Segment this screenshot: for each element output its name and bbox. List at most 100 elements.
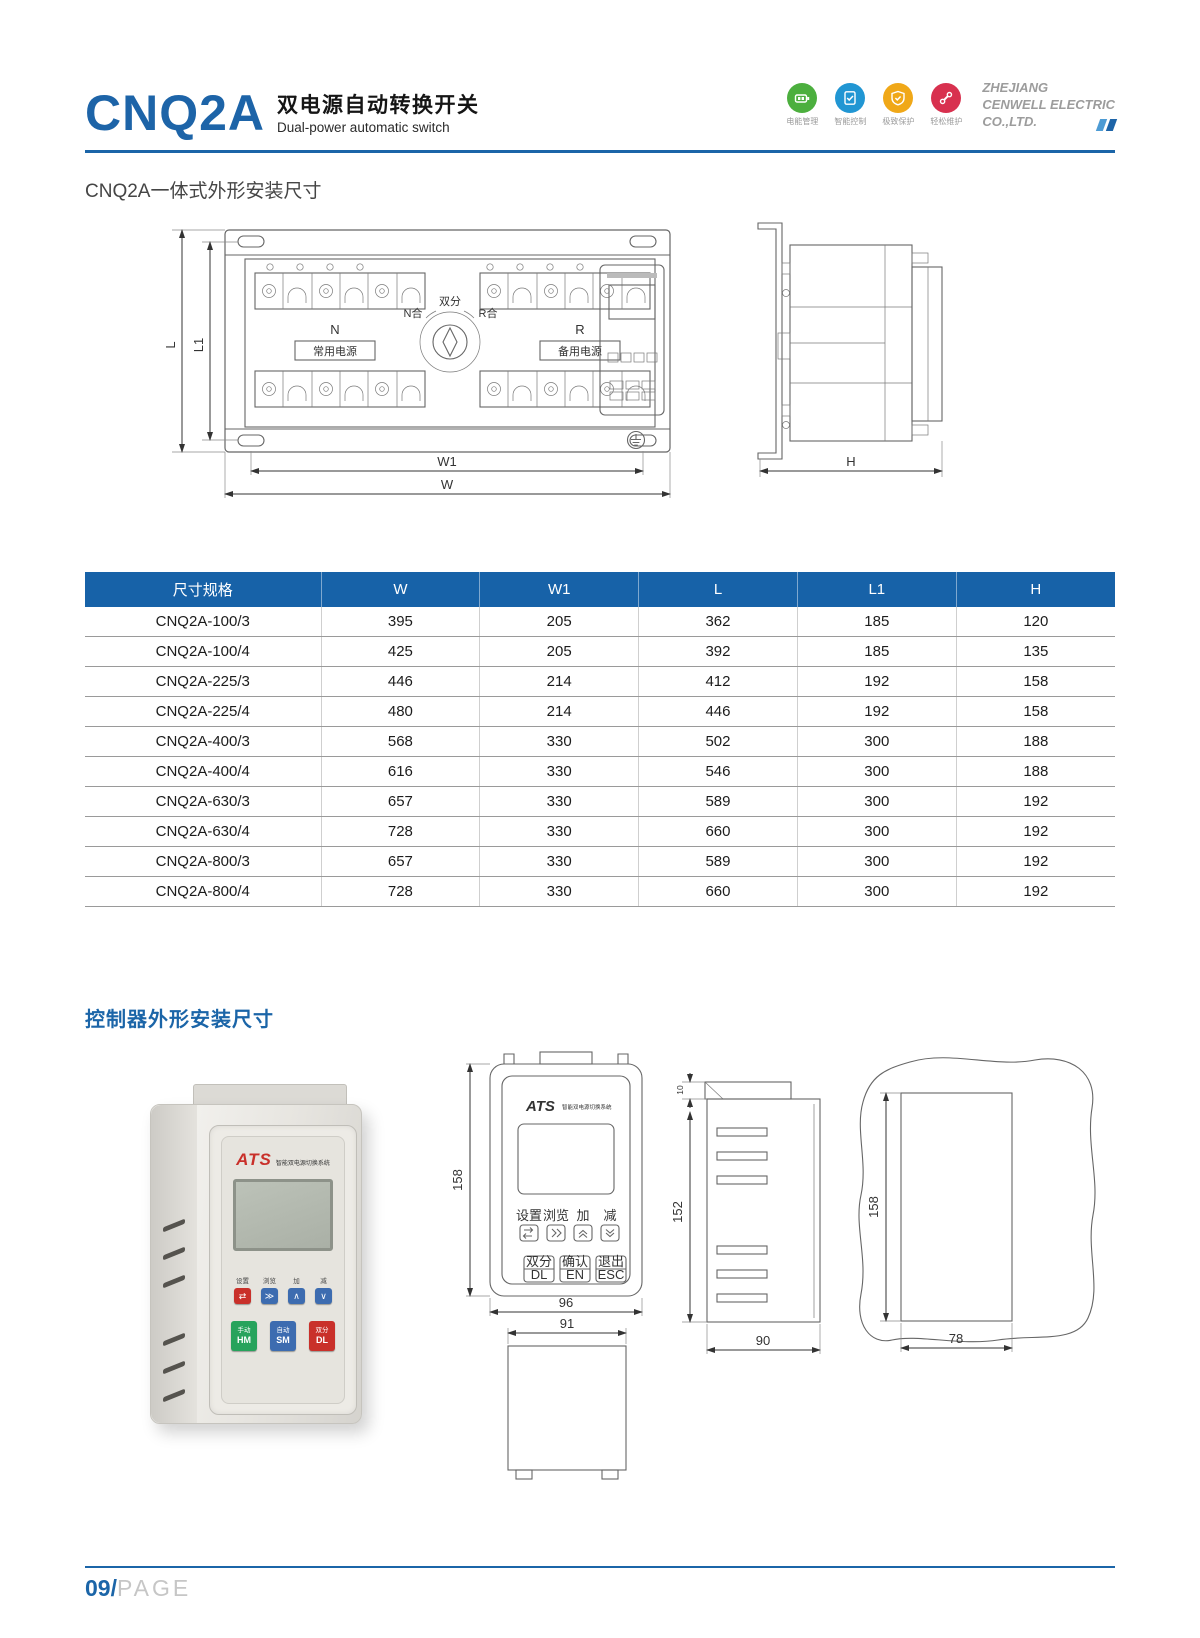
dimension-cell: 330 (479, 846, 640, 877)
dim-label-152: 152 (670, 1201, 685, 1223)
model-cell: CNQ2A-225/4 (85, 696, 322, 727)
header: CNQ2A 双电源自动转换开关 Dual-power automatic swi… (85, 80, 1118, 138)
dim-label-158: 158 (450, 1169, 465, 1191)
dimension-table-header: 尺寸规格 W W1 L L1 H (85, 572, 1115, 607)
feature-label: 电能管理 (786, 117, 819, 127)
svg-text:DL: DL (531, 1267, 548, 1282)
wrench-icon (931, 83, 962, 114)
col-header-w: W (321, 572, 481, 607)
controller-front-drawing: ATS 智能双电源切换系统 设置 浏览 加 减 (450, 1051, 643, 1316)
controller-photo: ATS 智能双电源切换系统 设置 浏览 加 减 ⇄ ≫ ∧ ∨ (138, 1082, 376, 1430)
exit-button: 退出 ESC (595, 1254, 627, 1283)
page-number: 09/ (85, 1575, 117, 1601)
dim-label-h: H (846, 454, 855, 469)
mounting-slot (237, 235, 265, 248)
front-view-dimensions: L L1 W1 W (163, 229, 671, 498)
dimension-cell: 205 (479, 607, 640, 637)
controller-dimension-drawings: ATS 智能双电源切换系统 设置 浏览 加 减 (450, 1051, 1096, 1480)
feature-maintain: 轻松维护 (926, 83, 966, 127)
section-title-switch-dimensions: CNQ2A一体式外形安装尺寸 (85, 181, 322, 202)
col-header-l1: L1 (797, 572, 957, 607)
mode-keys-row: 手动 HM 自动 SM 双分 DL (231, 1321, 335, 1351)
dimension-cell: 330 (479, 876, 640, 907)
drawing-brand-subtitle: 智能双电源切换系统 (562, 1103, 612, 1111)
dimension-cell: 546 (638, 756, 798, 787)
section-title-controller-dimensions: 控制器外形安装尺寸 (85, 1009, 274, 1031)
dim-label-96: 96 (559, 1295, 573, 1310)
vent-slot (163, 1218, 185, 1233)
footer: 09/PAGE (85, 1575, 191, 1602)
brand-row: ATS 智能双电源切换系统 (236, 1150, 330, 1170)
company-line: CENWELL ELECTRIC (982, 96, 1115, 112)
drawing-lcd-screen (517, 1123, 615, 1195)
dimension-cell: 446 (638, 696, 798, 727)
dim-label-91: 91 (560, 1316, 574, 1331)
dimension-cell: 192 (797, 696, 957, 727)
mounting-slot (629, 235, 657, 248)
key-label: 浏览 (263, 1278, 276, 1285)
vent-slot (163, 1360, 185, 1375)
dimension-cell: 568 (321, 726, 481, 757)
dimension-cell: 330 (479, 786, 640, 817)
drawing-key-label: 设置 (516, 1208, 542, 1223)
model-cell: CNQ2A-400/4 (85, 756, 322, 787)
ground-symbol-icon (626, 430, 646, 450)
dimension-cell: 300 (797, 726, 957, 757)
controller-panel-inner: ATS 智能双电源切换系统 设置 浏览 加 减 ⇄ ≫ ∧ ∨ (221, 1136, 345, 1404)
controller-photo-side (151, 1105, 197, 1423)
company-line: ZHEJIANG (982, 80, 1049, 95)
company-name: ZHEJIANG CENWELL ELECTRIC CO.,LTD. (982, 80, 1118, 131)
feature-label: 极致保护 (882, 117, 915, 127)
dimension-cell: 214 (479, 696, 640, 727)
drawing-brand-logo: ATS (525, 1098, 555, 1115)
dual-off-key: 双分 DL (309, 1321, 335, 1351)
dimension-cell: 214 (479, 666, 640, 697)
dimension-cell: 660 (638, 816, 798, 847)
feature-energy: 电能管理 (782, 83, 822, 127)
dim-label-w1: W1 (437, 454, 457, 469)
dimension-cell: 188 (956, 726, 1115, 757)
selector-knob: 双分 N合 R合 (404, 295, 498, 373)
feature-label: 轻松维护 (930, 117, 963, 127)
dim-label-l: L (163, 341, 178, 348)
feature-protect: 极致保护 (878, 83, 918, 127)
vent-slot (163, 1246, 185, 1261)
browse-key: ≫ (261, 1288, 278, 1304)
company-line: CO.,LTD. (982, 113, 1037, 129)
model-cell: CNQ2A-800/3 (85, 846, 322, 877)
dimension-cell: 300 (797, 846, 957, 877)
shield-check-icon (883, 83, 914, 114)
title-english: Dual-power automatic switch (277, 119, 450, 135)
dimension-cell: 192 (956, 846, 1115, 877)
dim-label-l1: L1 (191, 338, 206, 352)
col-header-h: H (956, 572, 1115, 607)
page-word: PAGE (116, 1575, 192, 1601)
knob-position-right: R合 (479, 306, 498, 320)
drawing-key-label: 加 (576, 1208, 589, 1223)
model-cell: CNQ2A-630/4 (85, 816, 322, 847)
drawing-key-label: 浏览 (543, 1208, 569, 1223)
col-header-w1: W1 (479, 572, 640, 607)
feature-control: 智能控制 (830, 83, 870, 127)
dim-label-90: 90 (756, 1333, 770, 1348)
dimension-cell: 158 (956, 696, 1115, 727)
dimension-cell: 300 (797, 816, 957, 847)
dim-label-158b: 158 (866, 1196, 881, 1218)
device-check-icon (835, 83, 866, 114)
dimension-cell: 362 (638, 607, 798, 637)
dimension-cell: 412 (638, 666, 798, 697)
key-label: 加 (293, 1278, 300, 1285)
dimension-cell: 192 (956, 876, 1115, 907)
dimension-cell: 660 (638, 876, 798, 907)
plus-key-icon (573, 1224, 593, 1242)
vent-slot (163, 1332, 185, 1347)
svg-text:确认: 确认 (562, 1254, 588, 1269)
browse-key-icon (546, 1224, 566, 1242)
